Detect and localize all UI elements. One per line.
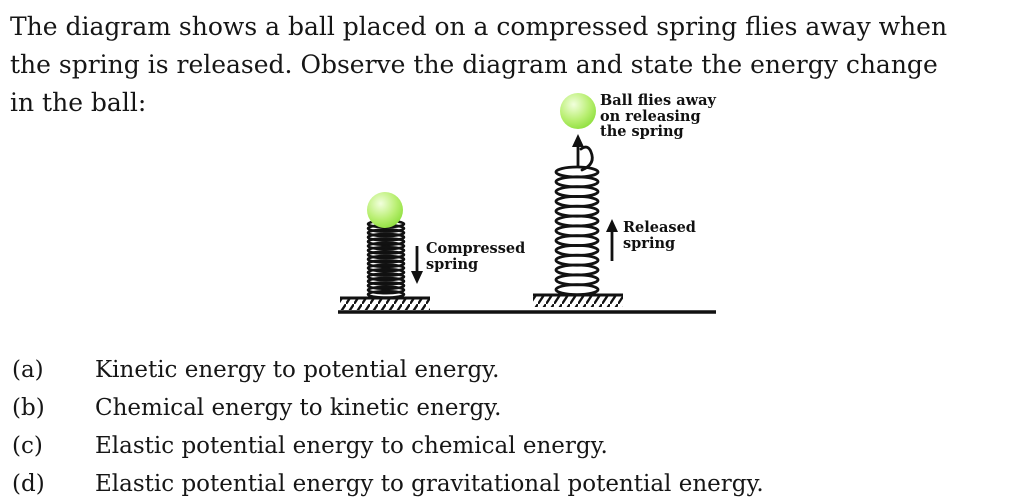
ball-flies-label: Ball flies away on releasing the spring: [600, 92, 716, 140]
compressed-spring-label: Compressed spring: [426, 240, 526, 273]
option-letter: (b): [12, 395, 45, 421]
released-spring-up-arrow-icon: [606, 219, 618, 261]
released-spring-hook-icon: [579, 145, 594, 172]
ball-flies-up-arrow-icon: [572, 134, 584, 168]
question-text: The diagram shows a ball placed on a com…: [10, 8, 1020, 122]
question-line-1: The diagram shows a ball placed on a com…: [10, 12, 948, 41]
option-text: Elastic potential energy to gravitationa…: [95, 471, 764, 497]
option-letter: (c): [12, 433, 43, 459]
option-letter: (d): [12, 471, 45, 497]
option-letter: (a): [12, 357, 44, 383]
options-list: (a) Kinetic energy to potential energy. …: [0, 351, 1024, 499]
option-text: Kinetic energy to potential energy.: [95, 357, 500, 383]
question-line-3: in the ball:: [10, 88, 147, 117]
ground-left: [340, 296, 430, 310]
option-text: Elastic potential energy to chemical ene…: [95, 433, 608, 459]
compressed-spring: [366, 219, 406, 299]
option-row-c: (c) Elastic potential energy to chemical…: [0, 427, 1024, 465]
compressed-spring-down-arrow-icon: [411, 246, 423, 284]
ball-flying: [560, 93, 596, 129]
spring-diagram: Ball flies away on releasing the spring …: [330, 88, 722, 326]
diagram-drawing: [338, 93, 716, 314]
ball-on-compressed-spring: [367, 192, 403, 228]
option-row-d: (d) Elastic potential energy to gravitat…: [0, 465, 1024, 499]
option-row-b: (b) Chemical energy to kinetic energy.: [0, 389, 1024, 427]
released-spring-label: Released spring: [623, 219, 696, 252]
option-text: Chemical energy to kinetic energy.: [95, 395, 502, 421]
question-line-2: the spring is released. Observe the diag…: [10, 50, 938, 79]
released-spring: [554, 165, 600, 297]
option-row-a: (a) Kinetic energy to potential energy.: [0, 351, 1024, 389]
ground-right: [533, 293, 623, 307]
